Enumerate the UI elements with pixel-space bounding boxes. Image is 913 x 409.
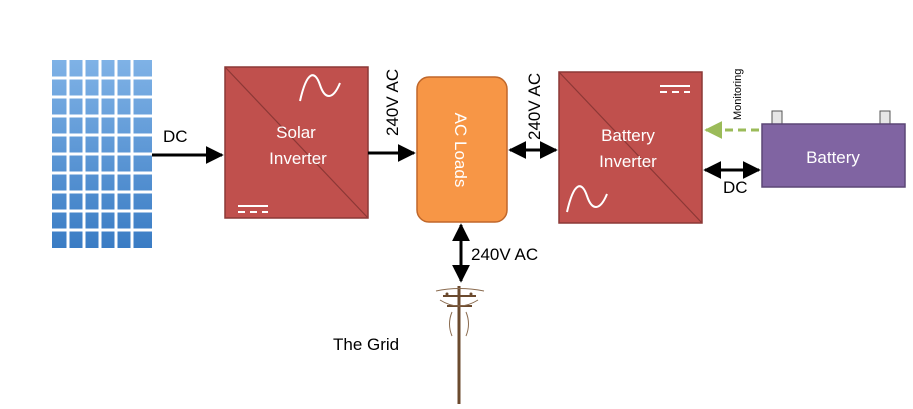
- dc-label-panel: DC: [163, 127, 188, 146]
- dc-label-battery: DC: [723, 178, 748, 197]
- battery-terminal-left: [771, 110, 783, 125]
- solar-panel: [52, 60, 152, 248]
- battery-inverter-label-line1: Battery: [601, 126, 655, 145]
- dc-symbol-icon: [238, 205, 268, 213]
- solar-inverter-label-line1: Solar: [276, 123, 316, 142]
- battery: Battery: [761, 110, 906, 188]
- grid-label: The Grid: [333, 335, 399, 354]
- utility-pole-icon: [435, 286, 485, 404]
- solar-inverter: Solar Inverter: [224, 66, 369, 219]
- monitoring-label: Monitoring: [732, 69, 744, 120]
- sine-wave-icon: [566, 185, 608, 213]
- solar-inverter-label-line2: Inverter: [269, 149, 327, 168]
- ac-loads-label: AC Loads: [451, 113, 470, 188]
- dc-symbol-icon: [660, 85, 690, 93]
- battery-inverter-label-line2: Inverter: [599, 152, 657, 171]
- battery-label: Battery: [806, 148, 860, 167]
- ac-loads-box: AC Loads: [416, 76, 508, 223]
- battery-terminal-right: [879, 110, 891, 125]
- ac-label-grid: 240V AC: [471, 245, 538, 264]
- ac-label-battery-inverter: 240V AC: [525, 73, 544, 140]
- sine-wave-icon: [299, 74, 341, 102]
- battery-inverter: Battery Inverter: [558, 71, 703, 224]
- ac-label-solar-output: 240V AC: [383, 69, 402, 136]
